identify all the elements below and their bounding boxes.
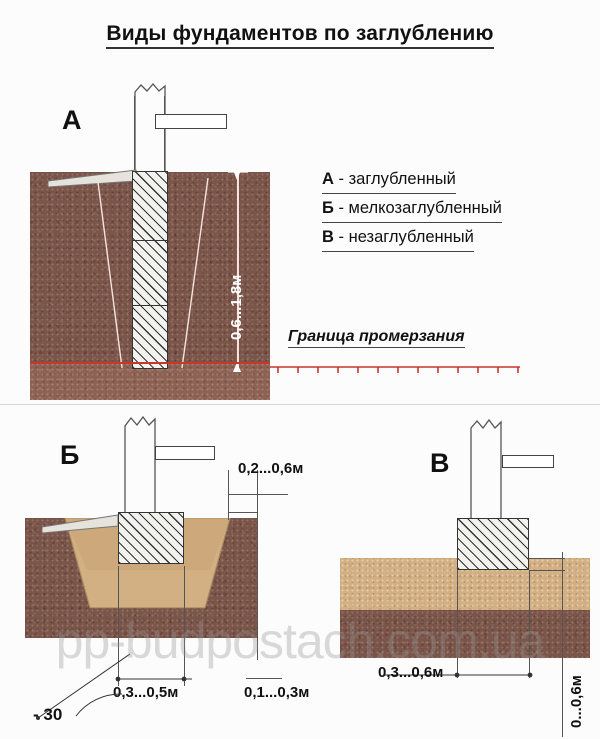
legend-dash-v: - — [338, 227, 345, 246]
legend-label-v: незаглубленный — [348, 227, 474, 246]
wall-left-edge-a — [134, 96, 136, 182]
legend-key-a: А — [322, 170, 334, 188]
wall-break-v — [470, 418, 502, 518]
wall-right-edge-a — [164, 96, 166, 182]
angle-indicator-b — [36, 653, 131, 720]
ext-line-b-right-found — [184, 566, 185, 686]
panel-separator — [0, 404, 600, 405]
panel-b-top-label: 0,2...0,6м — [238, 460, 304, 477]
legend-key-b: Б — [322, 198, 334, 217]
panel-a-letter: А — [62, 105, 82, 135]
foundation-seam-a-1 — [132, 240, 168, 242]
ext-line-v-right — [529, 570, 530, 678]
beam-a — [155, 114, 227, 129]
ext-line-v-left — [457, 570, 458, 678]
beam-b — [155, 446, 215, 460]
dimension-arrow-a-bottom — [233, 362, 241, 372]
soil-layer-v — [340, 610, 590, 658]
legend-label-a: заглубленный — [348, 170, 456, 188]
panel-b-width-label: 0,3...0,5м — [113, 684, 179, 701]
beam-v — [502, 455, 554, 468]
foundation-seam-a-2 — [132, 305, 168, 307]
legend-label-b: мелкозаглубленный — [348, 198, 502, 217]
wall-break-b — [124, 415, 156, 514]
panel-a-depth-label: 0,6...1,8м — [228, 274, 245, 340]
legend: А - заглубленный Б - мелкозаглубленный В… — [322, 168, 502, 255]
frost-line-a — [30, 362, 520, 373]
dimension-b-width — [115, 676, 192, 682]
leader-b-sand — [246, 678, 282, 679]
leader-b-top2 — [228, 494, 288, 495]
page-title-text: Виды фундаментов по заглублению — [106, 22, 494, 49]
legend-item-b: Б - мелкозаглубленный — [322, 197, 502, 223]
panel-b-letter: Б — [60, 440, 80, 470]
dimension-arrow-a-top — [228, 170, 248, 180]
leader-v-bottom — [529, 570, 565, 571]
leader-v-top — [529, 558, 565, 559]
leader-b-top — [228, 512, 258, 513]
blind-area-b — [42, 514, 119, 534]
ext-line-b-top — [228, 470, 229, 520]
foundation-b — [118, 512, 184, 564]
legend-key-v: В — [322, 227, 334, 246]
legend-dash-b: - — [338, 198, 344, 217]
frost-line-label: Граница промерзания — [288, 328, 465, 348]
legend-item-v: В - незаглубленный — [322, 226, 502, 252]
foundation-v — [457, 518, 529, 570]
panel-v-letter: В — [430, 448, 450, 478]
panel-b-sand-label: 0,1...0,3м — [244, 684, 310, 701]
legend-dash-a: - — [338, 170, 345, 188]
ext-line-b-right — [257, 470, 258, 660]
ext-line-v-height — [562, 552, 563, 737]
legend-item-a: А - заглубленный — [322, 168, 502, 194]
panel-v-height-label: 0...0,6м — [568, 675, 585, 728]
sand-layer-v — [340, 558, 590, 610]
wall-break-a — [134, 83, 166, 182]
ext-line-b-left-found — [118, 566, 119, 686]
dimension-line-a — [237, 172, 239, 370]
foundation-a — [132, 171, 168, 369]
trench-slope-lines-a — [97, 177, 209, 369]
panel-b-angle-label: - 30 — [33, 705, 63, 724]
panel-v-width-label: 0,3...0,6м — [378, 664, 444, 681]
page-title: Виды фундаментов по заглублению — [0, 22, 600, 49]
dimension-v-width — [385, 672, 533, 678]
